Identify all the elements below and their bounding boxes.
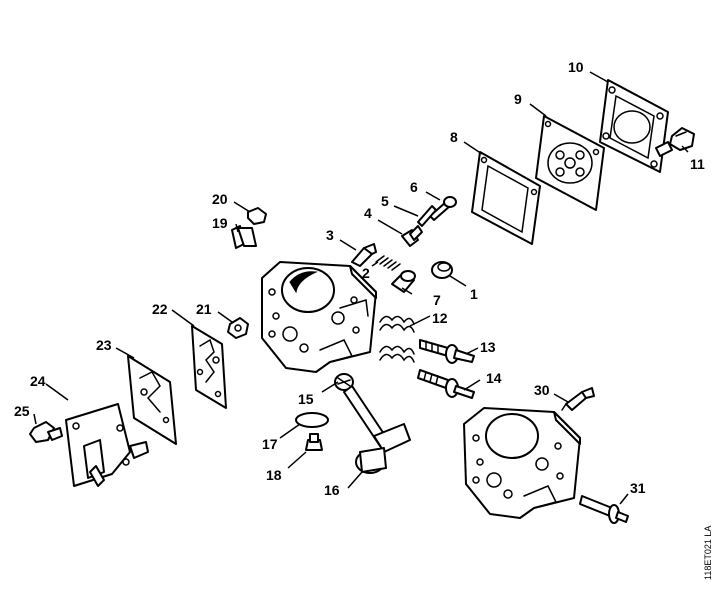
part-30-inlet-needle — [561, 387, 595, 411]
callout-22: 22 — [152, 301, 168, 317]
part-15-spring — [334, 373, 354, 391]
carburetor-body-lower — [463, 407, 581, 519]
part-16-throttle-shaft — [343, 385, 411, 474]
document-id: 118ET021 LA — [703, 526, 713, 580]
callout-15: 15 — [298, 391, 314, 407]
callout-7: 7 — [433, 292, 441, 308]
callout-25: 25 — [14, 403, 30, 419]
callout-21: 21 — [196, 301, 212, 317]
callout-5: 5 — [381, 193, 389, 209]
callout-9: 9 — [514, 91, 522, 107]
part-20-nut — [247, 207, 267, 225]
part-31-screw — [579, 495, 629, 524]
part-12-springs — [379, 315, 415, 363]
callout-20: 20 — [212, 191, 228, 207]
callout-1: 1 — [470, 286, 478, 302]
part-23-metering-diaphragm — [127, 355, 177, 445]
part-8-gasket — [471, 151, 541, 245]
part-11-screw — [655, 127, 695, 157]
callout-13: 13 — [480, 339, 496, 355]
part-6-pin — [429, 196, 457, 221]
callout-18: 18 — [266, 467, 282, 483]
carburetor-body-upper — [261, 261, 377, 373]
part-2-spring — [375, 255, 401, 271]
callout-31: 31 — [630, 480, 646, 496]
part-4-lever — [401, 225, 423, 247]
part-25-screw — [29, 421, 63, 443]
callout-16: 16 — [324, 482, 340, 498]
part-3-inlet-needle — [351, 243, 377, 267]
callout-3: 3 — [326, 227, 334, 243]
callout-30: 30 — [534, 382, 550, 398]
part-1-cap — [431, 261, 453, 279]
part-7-sleeve — [391, 270, 416, 293]
part-24-pump-cover — [65, 403, 149, 487]
leader-lines — [33, 71, 689, 505]
part-14-adjusting-screw — [417, 369, 475, 399]
callout-23: 23 — [96, 337, 112, 353]
callout-6: 6 — [410, 179, 418, 195]
callout-11: 11 — [690, 156, 705, 172]
callout-12: 12 — [432, 310, 448, 326]
callout-14: 14 — [486, 370, 502, 386]
callout-10: 10 — [568, 59, 584, 75]
callout-17: 17 — [262, 436, 278, 452]
part-5-spindle — [417, 205, 437, 227]
part-19-clip — [231, 225, 257, 249]
callout-24: 24 — [30, 373, 46, 389]
callouts: 1 2 3 4 5 6 7 8 9 10 11 12 13 14 15 16 1… — [14, 59, 705, 498]
part-10-cover — [599, 79, 669, 173]
callout-4: 4 — [364, 205, 372, 221]
callout-19: 19 — [212, 215, 228, 231]
part-9-diaphragm — [535, 115, 605, 211]
part-18-screw — [305, 433, 323, 451]
part-21-nut — [227, 317, 249, 339]
part-13-adjusting-screw — [419, 339, 475, 364]
part-17-disc — [295, 412, 329, 428]
callout-8: 8 — [450, 129, 458, 145]
part-22-gasket — [191, 325, 227, 409]
callout-2: 2 — [362, 265, 370, 281]
